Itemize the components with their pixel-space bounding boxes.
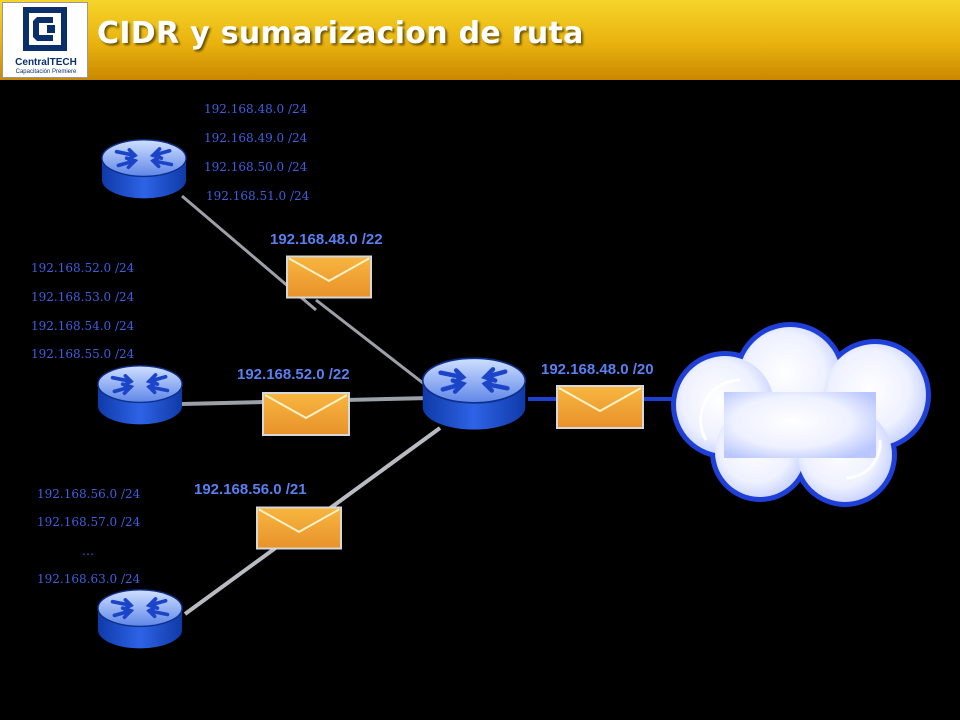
subnet-label: 192.168.49.0 /24 [204, 131, 308, 145]
envelope-icon [556, 385, 644, 429]
subnet-label: 192.168.54.0 /24 [31, 319, 135, 333]
subnet-label: 192.168.48.0 /24 [204, 102, 308, 116]
subnet-label: 192.168.55.0 /24 [31, 347, 135, 361]
logo-mark-icon [23, 7, 67, 51]
summary-route-top: 192.168.48.0 /22 [270, 231, 383, 248]
logo-brand: CentralTECH [15, 57, 77, 68]
subnet-label: 192.168.51.0 /24 [206, 189, 310, 203]
cloud-icon [671, 322, 931, 507]
summary-route-core: 192.168.48.0 /20 [541, 361, 654, 378]
subnet-ellipsis: … [82, 544, 94, 558]
subnet-label: 192.168.52.0 /24 [31, 261, 135, 275]
summary-route-mid: 192.168.52.0 /22 [237, 366, 350, 383]
envelope-icon [262, 392, 350, 436]
router-icon [423, 358, 526, 429]
title-bar: CentralTECH Capacitación Premiere CIDR y… [0, 0, 960, 80]
summary-route-bot: 192.168.56.0 /21 [194, 481, 307, 498]
envelope-icon [286, 255, 372, 299]
router-icon [96, 364, 184, 427]
subnet-label: 192.168.63.0 /24 [37, 572, 141, 586]
subnet-label: 192.168.53.0 /24 [31, 290, 135, 304]
subnet-label: 192.168.50.0 /24 [204, 160, 308, 174]
router-icon [100, 138, 188, 201]
subnet-label: 192.168.56.0 /24 [37, 487, 141, 501]
subnet-label: 192.168.57.0 /24 [37, 515, 141, 529]
envelope-icon [256, 506, 342, 550]
logo-tagline: Capacitación Premiere [15, 69, 77, 75]
page-title: CIDR y sumarizacion de ruta [97, 16, 584, 51]
centraltech-logo: CentralTECH Capacitación Premiere [2, 2, 88, 78]
router-icon [96, 588, 184, 651]
